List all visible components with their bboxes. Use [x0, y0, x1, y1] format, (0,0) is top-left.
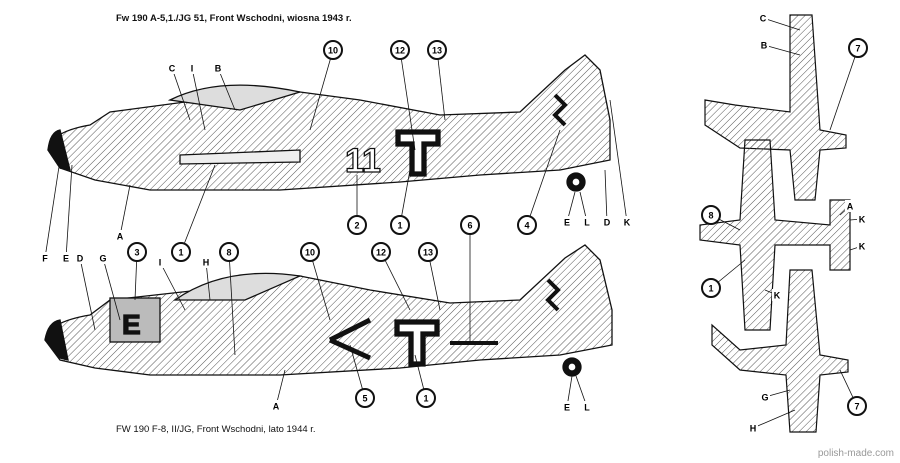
top-right-planform [704, 14, 847, 201]
callout-label: B [761, 41, 768, 51]
callout-label: C [760, 14, 767, 24]
callout-leader [829, 47, 859, 131]
watermark: polish-made.com [817, 448, 894, 459]
callout-label: 1 [397, 221, 402, 231]
callout-leader [191, 67, 206, 131]
callout-label: H [750, 424, 757, 434]
callout-circle [390, 215, 410, 235]
callout-label: D [77, 254, 84, 264]
callout-leader [171, 67, 191, 121]
callout-label: 1 [423, 394, 428, 404]
callout-leader [44, 159, 61, 259]
callout-circle [701, 278, 721, 298]
callout-label: 12 [395, 46, 405, 56]
callout-label: 12 [376, 248, 386, 258]
callout-label: 7 [855, 44, 860, 54]
bottom-aircraft-side-view: E [44, 244, 613, 377]
callout-label: E [564, 403, 570, 413]
bottom-aircraft-title: FW 190 F-8, II/JG, Front Wschodni, lato … [116, 424, 316, 435]
callout-label: 1 [178, 248, 183, 258]
callout-label: 8 [708, 211, 713, 221]
callout-leader [65, 164, 73, 259]
callout-label: C [169, 64, 176, 74]
callout-circle [300, 242, 320, 262]
callout-circle [416, 388, 436, 408]
callout-label: 13 [432, 46, 442, 56]
callout-label: A [117, 232, 124, 242]
callout-circle [371, 242, 391, 262]
callout-leader [399, 49, 416, 151]
callout-label: B [215, 64, 222, 74]
top-aircraft-title: Fw 190 A-5,1./JG 51, Front Wschodni, wio… [116, 13, 352, 24]
callout-label: A [273, 402, 280, 412]
callout-circle [355, 388, 375, 408]
callout-circle [517, 215, 537, 235]
callout-leader [180, 164, 216, 253]
callout-label: 4 [524, 221, 529, 231]
callout-label: 3 [134, 248, 139, 258]
callout-leader [205, 261, 211, 301]
callout-leader [609, 99, 628, 223]
callout-circle [127, 242, 147, 262]
callout-circle [460, 215, 480, 235]
callout-label: D [604, 218, 611, 228]
callout-label: 10 [305, 248, 315, 258]
callout-label: 10 [328, 46, 338, 56]
callout-leader [604, 169, 608, 223]
callout-label: 2 [354, 221, 359, 231]
callout-label: 7 [854, 402, 859, 412]
callout-label: 6 [467, 221, 472, 231]
callout-circle [701, 205, 721, 225]
callout-leader [762, 17, 801, 31]
callout-label: L [584, 218, 590, 228]
callout-label: F [42, 254, 48, 264]
callout-label: K [774, 291, 781, 301]
callout-circle [847, 396, 867, 416]
callout-label: G [761, 393, 768, 403]
callout-circle [390, 40, 410, 60]
callout-circle [219, 242, 239, 262]
callout-label: 8 [226, 248, 231, 258]
callout-leader [217, 67, 236, 111]
callout-leader [526, 129, 561, 226]
callout-label: G [99, 254, 106, 264]
callout-leader [763, 44, 801, 56]
top-aircraft-code: 11 [345, 142, 381, 180]
callout-leader [119, 184, 131, 237]
callout-label: I [191, 64, 194, 74]
callout-label: K [624, 218, 631, 228]
callout-label: H [203, 258, 210, 268]
callout-leader [752, 409, 796, 429]
callout-circle [347, 215, 367, 235]
callout-leader [436, 49, 446, 121]
callout-label: E [564, 218, 570, 228]
callout-leader [79, 257, 96, 331]
callout-circle [848, 38, 868, 58]
callout-leader [102, 257, 121, 321]
top-aircraft-side-view: 11 [47, 54, 611, 192]
callout-label: A [847, 202, 854, 212]
bottom-right-planform [711, 269, 849, 433]
callout-circle [323, 40, 343, 60]
callout-leader [309, 49, 334, 131]
bottom-aircraft-code: E [122, 309, 141, 340]
callout-circle [427, 40, 447, 60]
callout-leader [159, 261, 186, 311]
middle-right-planform [699, 139, 851, 331]
callout-label: K [859, 215, 866, 225]
callout-label: 13 [423, 248, 433, 258]
callout-leader [228, 251, 236, 356]
callout-label: K [859, 242, 866, 252]
callout-label: L [584, 403, 590, 413]
callout-circle [171, 242, 191, 262]
callout-label: 5 [362, 394, 367, 404]
callout-label: E [63, 254, 69, 264]
callout-leader [309, 251, 331, 321]
callout-label: I [159, 258, 162, 268]
callout-circle [418, 242, 438, 262]
callout-label: 1 [708, 284, 713, 294]
callout-leader [380, 251, 411, 311]
